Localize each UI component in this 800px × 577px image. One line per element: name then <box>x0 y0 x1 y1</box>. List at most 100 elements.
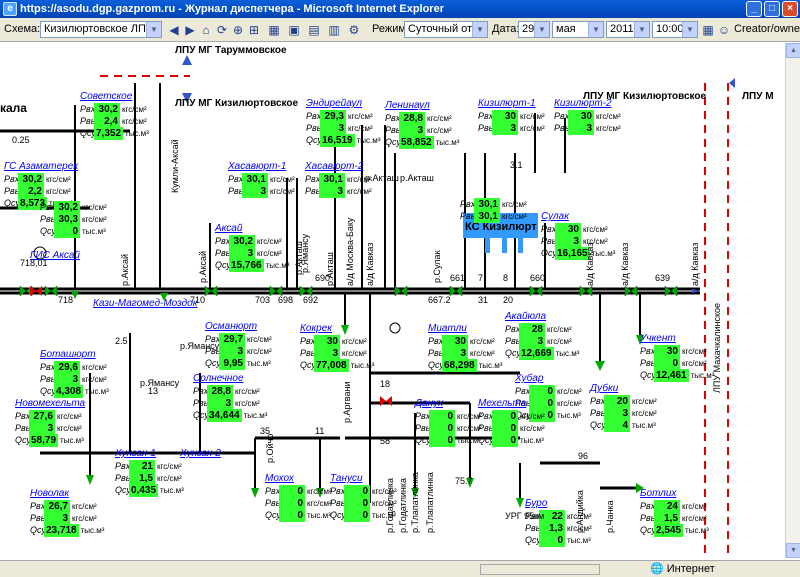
station-name-hubar[interactable]: Хубар <box>515 373 544 384</box>
mode-select[interactable]: Суточный отчет ▼ <box>404 21 488 38</box>
save-icon[interactable]: ▣ <box>288 23 300 37</box>
chevron-down-icon: ▼ <box>634 22 649 37</box>
station-name-gis_aksay[interactable]: ГИС Аксай <box>30 250 80 261</box>
station-name-kokrek[interactable]: Кокрек <box>300 323 333 334</box>
distance-label: 692 <box>303 295 319 305</box>
distance-label: 698 <box>278 295 294 305</box>
station-name-leninaul[interactable]: Ленинаул <box>385 100 430 111</box>
close-button[interactable]: × <box>782 1 798 17</box>
print-icon[interactable]: ▥ <box>328 23 340 37</box>
river-road-label: УРГ 95км <box>505 511 545 521</box>
station-name-kizilyurt2[interactable]: Кизилюрт-2 <box>554 98 612 109</box>
station-name-endireyaul[interactable]: Эндирейаул <box>306 98 362 109</box>
time-select[interactable]: 10:00 ▼ <box>652 21 698 38</box>
distance-label: 75.7 <box>455 476 473 486</box>
fit-icon[interactable]: ⊞ <box>248 23 260 37</box>
user-icon[interactable]: ☺ <box>717 23 731 37</box>
scheme-select-value: Кизилюртовское ЛПУМГ <box>44 23 162 35</box>
station-name-mohoh[interactable]: Мохох <box>265 473 294 484</box>
gas-pipeline-scheme: ЛПУ МГ Таруммовское ЛПУ МГ Кизилюртовско… <box>0 43 785 558</box>
distance-label: 2.5 <box>115 336 128 346</box>
vertical-scrollbar[interactable]: ▲ ▼ <box>785 43 800 558</box>
station-name-azamaterek[interactable]: ГС Азаматерек <box>4 161 79 172</box>
river-road-label: а/д Кавказ <box>690 242 700 286</box>
station-name-novolak[interactable]: Новолак <box>30 488 70 499</box>
station-name-kizilyurt1[interactable]: Кизилюрт-1 <box>478 98 536 109</box>
home-icon[interactable]: ⌂ <box>202 23 210 37</box>
station-name-aksay[interactable]: Аксай <box>215 223 243 234</box>
river-road-label: р.Андийка <box>575 490 585 533</box>
river-road-label: р.Акташ <box>365 173 399 183</box>
distance-label: 18 <box>380 379 391 389</box>
refresh-icon[interactable]: ⟳ <box>216 23 228 37</box>
station-name-hasavyurt2[interactable]: Хасавюрт-2 <box>305 161 364 172</box>
river-road-label: Кумли-Аксай <box>170 139 180 193</box>
grid-icon[interactable]: ▤ <box>308 23 320 37</box>
settings-icon[interactable]: ⚙ <box>348 23 360 37</box>
river-road-label: р.Сулак <box>432 250 442 283</box>
distance-label: 690 <box>315 273 331 283</box>
distance-label: 0.25 <box>12 135 30 145</box>
lpu-tarumovskoe: ЛПУ МГ Таруммовское <box>175 45 287 56</box>
station-name-botlih[interactable]: Ботлих <box>640 488 677 499</box>
river-road-label: р.Годатлинка <box>398 478 408 533</box>
station-name-hunzah2[interactable]: Хунзах-2 <box>180 448 221 459</box>
creator-owner-link[interactable]: Creator/owner <box>734 23 800 35</box>
station-name-sulak[interactable]: Сулак <box>541 211 569 222</box>
route-label[interactable]: Кази-Магомед-Моздок <box>93 298 198 309</box>
station-name-botashyurt[interactable]: Боташюрт <box>40 349 96 360</box>
day-select[interactable]: 29 ▼ <box>518 21 550 38</box>
year-select[interactable]: 2011 ▼ <box>606 21 650 38</box>
station-name-dubki[interactable]: Дубки <box>590 383 619 394</box>
station-name-sovetskoe[interactable]: Советское <box>80 91 133 102</box>
scroll-down-icon[interactable]: ▼ <box>786 543 800 558</box>
scheme-select[interactable]: Кизилюртовское ЛПУМГ ▼ <box>40 21 162 38</box>
back-icon[interactable]: ◀ <box>169 23 179 37</box>
station-name-mehelta[interactable]: Мехельта <box>478 398 527 409</box>
distance-label: 96 <box>578 451 589 461</box>
scroll-up-icon[interactable]: ▲ <box>786 43 800 58</box>
station-name-solnechnoe[interactable]: Солнечное <box>193 373 244 384</box>
globe-icon: 🌐 <box>650 563 664 575</box>
chevron-down-icon: ▼ <box>682 22 697 37</box>
layers-icon[interactable]: ▦ <box>268 23 280 37</box>
zoom-icon[interactable]: ⊕ <box>232 23 244 37</box>
station-name-tsuro[interactable]: Буро <box>525 498 548 509</box>
station-name-uchken[interactable]: Учкент <box>640 333 676 344</box>
month-select[interactable]: мая ▼ <box>552 21 604 38</box>
station-name-akayala[interactable]: Акайюла <box>505 311 547 322</box>
station-name-hunzah1[interactable]: Хунзах-1 <box>115 448 156 459</box>
forward-icon[interactable]: ▶ <box>185 23 195 37</box>
calendar-icon[interactable]: ▦ <box>702 23 714 37</box>
distance-label: 661 <box>450 273 466 283</box>
station-name-miatli[interactable]: Миатли <box>428 323 467 334</box>
station-name-hasavyurt1[interactable]: Хасавюрт-1 <box>228 161 287 172</box>
minimize-button[interactable]: _ <box>746 1 762 17</box>
station-name-tanusi[interactable]: Тануси <box>330 473 363 484</box>
station-name-osmanyurt[interactable]: Османюрт <box>205 321 258 332</box>
maximize-button[interactable]: □ <box>764 1 780 17</box>
station-name-novomehelta[interactable]: Новомехельта <box>15 398 86 409</box>
station-name-danuk[interactable]: Данух <box>415 398 444 409</box>
